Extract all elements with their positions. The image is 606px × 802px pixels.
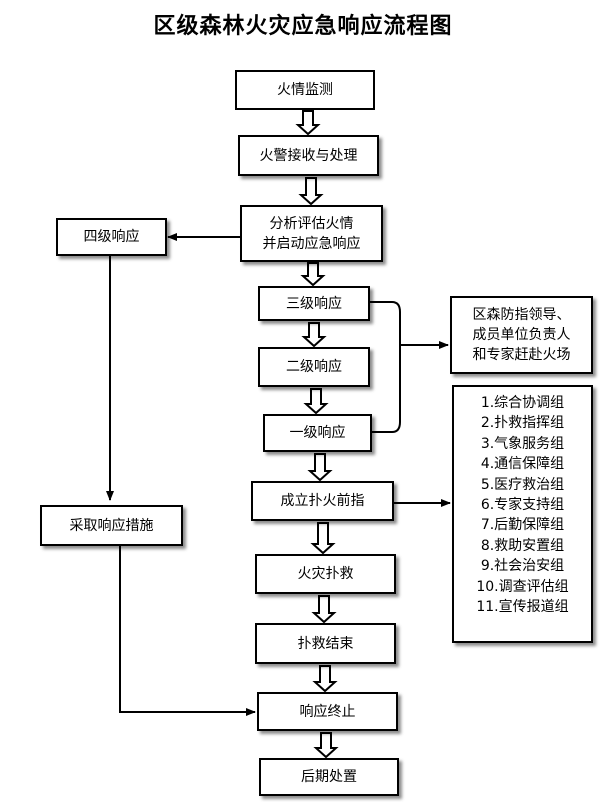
group-item: 11.宣传报道组 (476, 599, 569, 616)
arrow-measures-to-terminate (119, 546, 256, 716)
alarm-box: 火警接收与处理 (238, 135, 379, 176)
assess-box: 分析评估火情 并启动应急响应 (240, 205, 383, 262)
flow-block-arrow (295, 110, 321, 136)
level2-box: 二级响应 (258, 347, 370, 387)
assess-label-line1: 分析评估火情 (269, 215, 354, 232)
flow-block-arrow (300, 262, 326, 287)
group-item: 4.通信保障组 (480, 456, 565, 473)
end-fight-label: 扑救结束 (297, 635, 354, 652)
level-bracket (370, 301, 401, 433)
group-item: 9.社会治安组 (480, 558, 565, 575)
command-box: 成立扑火前指 (251, 481, 394, 521)
group-item: 8.救助安置组 (480, 537, 565, 554)
group-item: 2.扑救指挥组 (480, 415, 565, 432)
flow-block-arrow (298, 177, 324, 206)
level4-box: 四级响应 (56, 218, 167, 256)
fight-box: 火灾扑救 (255, 554, 396, 594)
aftermath-box: 后期处置 (259, 758, 399, 796)
group-item: 7.后勤保障组 (480, 517, 565, 534)
level2-label: 二级响应 (286, 359, 342, 375)
group-item: 5.医疗救治组 (480, 476, 565, 493)
leaders-label-line2: 成员单位负责人 (472, 327, 571, 343)
leaders-label-line3: 和专家赶赴火场 (472, 347, 571, 363)
level1-box: 一级响应 (263, 414, 372, 452)
flow-block-arrow (313, 732, 339, 759)
command-label: 成立扑火前指 (280, 493, 365, 509)
end-fight-box: 扑救结束 (255, 623, 396, 664)
diagram-title: 区级森林火灾应急响应流程图 (153, 14, 453, 39)
aftermath-label: 后期处置 (301, 769, 357, 785)
level1-label: 一级响应 (289, 425, 346, 441)
group-item: 6.专家支持组 (480, 497, 565, 514)
monitor-box: 火情监测 (235, 70, 375, 110)
fight-label: 火灾扑救 (297, 566, 354, 582)
terminate-box: 响应终止 (257, 692, 398, 731)
flow-block-arrow (311, 595, 337, 624)
alarm-label: 火警接收与处理 (259, 147, 358, 164)
measures-box: 采取响应措施 (40, 505, 183, 546)
level3-box: 三级响应 (258, 286, 370, 321)
assess-label-line2: 并启动应急响应 (262, 235, 361, 252)
flow-block-arrow (307, 453, 333, 482)
flow-block-arrow (303, 388, 329, 415)
group-item: 1.综合协调组 (480, 395, 565, 411)
monitor-label: 火情监测 (277, 82, 333, 98)
terminate-label: 响应终止 (299, 703, 356, 720)
measures-label: 采取响应措施 (69, 517, 154, 534)
level4-label: 四级响应 (83, 229, 140, 245)
group-item: 10.调查评估组 (476, 578, 569, 595)
leaders-box: 区森防指领导、 成员单位负责人 和专家赶赴火场 (450, 296, 593, 374)
flow-block-arrow (310, 522, 336, 555)
flow-block-arrow (312, 665, 338, 693)
flow-block-arrow (301, 322, 327, 348)
level3-label: 三级响应 (286, 295, 342, 312)
group-item: 3.气象服务组 (480, 435, 565, 452)
working-groups-box: 1.综合协调组 2.扑救指挥组 3.气象服务组 4.通信保障组 5.医疗救治组 … (452, 385, 593, 643)
leaders-label-line1: 区森防指领导、 (472, 307, 571, 323)
